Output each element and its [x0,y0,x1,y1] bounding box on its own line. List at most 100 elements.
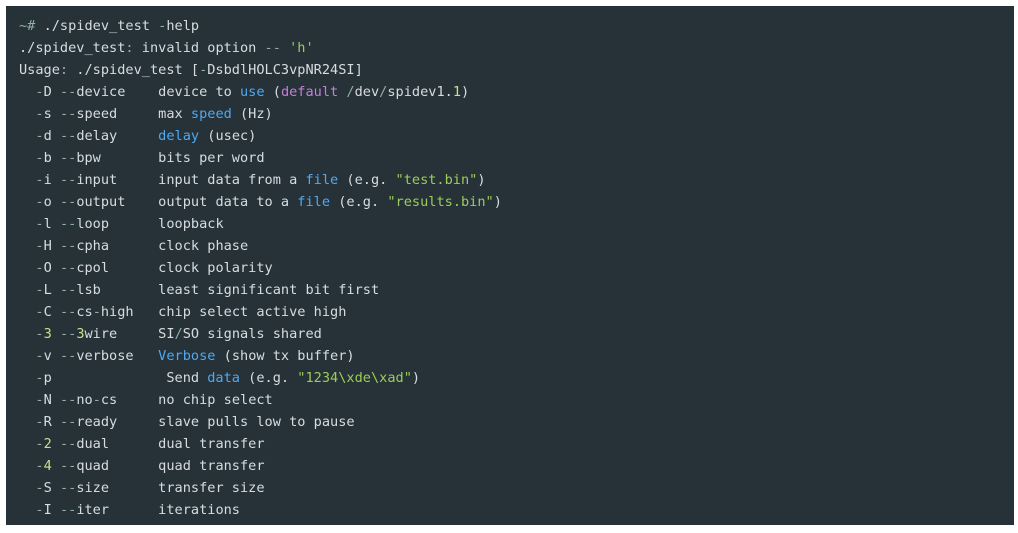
code-token: b [43,150,60,166]
code-line: -H --cpha clock phase [19,235,1014,257]
code-token: -- [59,282,77,298]
code-line: -b --bpw bits per word [19,147,1014,169]
code-token: high chip select active high [100,304,347,320]
code-line: -d --delay delay (usec) [19,125,1014,147]
code-token: invalid option [141,40,265,56]
code-token: ready slave pulls low to pause [76,414,355,430]
code-line: -R --ready slave pulls low to pause [19,411,1014,433]
code-token: - [19,392,44,408]
code-line: ./spidev_test: invalid option -- 'h' [19,37,1014,59]
code-token: loop loopback [76,216,224,232]
code-token: ./spidev_test [19,40,126,56]
code-token: - [19,282,44,298]
code-line: -L --lsb least significant bit first [19,279,1014,301]
code-token: (e.g. [330,194,388,210]
code-line: -3 --3wire SI/SO signals shared [19,323,1014,345]
code-token: s [43,106,60,122]
code-token: Usage [19,62,60,78]
code-line: -l --loop loopback [19,213,1014,235]
code-token: H [43,238,60,254]
code-token: size transfer size [76,480,265,496]
code-token: device device to [76,84,240,100]
code-token: - [158,18,167,34]
code-token: / [338,84,355,100]
code-token: - [19,216,44,232]
code-token: lsb least significant bit first [76,282,380,298]
code-token: dual dual transfer [76,436,265,452]
code-block[interactable]: ~# ./spidev_test -help./spidev_test: inv… [6,6,1014,525]
code-token [52,436,60,452]
code-token: 3 [76,326,85,342]
code-token: -- [59,436,77,452]
code-token: ( [264,84,281,100]
code-line: Usage: ./spidev_test [-DsbdlHOLC3vpNR24S… [19,59,1014,81]
code-token: - [19,84,44,100]
code-token: no [76,392,93,408]
code-token: S [43,480,60,496]
code-token: (show tx buffer) [215,348,355,364]
code-token: -- [59,414,77,430]
code-token: DsbdlHOLC3vpNR24SI] [207,62,363,78]
code-token: - [92,392,101,408]
code-line: -v --verbose Verbose (show tx buffer) [19,345,1014,367]
code-token: -- [59,458,77,474]
code-token: speed [190,106,232,122]
code-token: iter iterations [76,502,240,518]
code-token: cpha clock phase [76,238,249,254]
code-token: I [43,502,60,518]
code-token: (e.g. [338,172,396,188]
code-token: ) [493,194,502,210]
code-token: help [166,18,200,34]
code-token: - [19,150,44,166]
code-token: data [207,370,240,386]
code-token: O [43,260,60,276]
code-token: i [43,172,60,188]
code-token: - [92,304,101,320]
code-token: spidev1. [387,84,453,100]
code-line: -i --input input data from a file (e.g. … [19,169,1014,191]
code-line: -N --no-cs no chip select [19,389,1014,411]
code-line: -4 --quad quad transfer [19,455,1014,477]
code-token: -- [59,216,77,232]
code-token: 1 [452,84,462,100]
code-token: Verbose [158,348,216,364]
code-token: - [19,128,44,144]
code-token: / [379,84,388,100]
code-token: - [19,172,44,188]
code-token: SO signals shared [182,326,322,342]
code-token: file [297,194,331,210]
code-token: (usec) [199,128,257,144]
code-token: quad quad transfer [76,458,265,474]
code-token: output output data to a [76,194,298,210]
code-token: bpw bits per word [76,150,265,166]
code-token: D [43,84,60,100]
code-line: -D --device device to use (default /dev/… [19,81,1014,103]
code-token: - [19,194,44,210]
code-line: -2 --dual dual transfer [19,433,1014,455]
code-token: ./spidev_test [43,18,159,34]
code-token [52,458,60,474]
code-line: -I --iter iterations [19,499,1014,521]
code-token: - [19,106,44,122]
code-token: 2 [43,436,52,452]
code-line: -p Send data (e.g. "1234\xde\xad") [19,367,1014,389]
code-token: C [43,304,60,320]
code-token: file [305,172,339,188]
code-token: : [59,62,77,78]
code-token: - [199,62,208,78]
code-line: -s --speed max speed (Hz) [19,103,1014,125]
code-token: ) [477,172,486,188]
code-token: (e.g. [240,370,298,386]
code-token: "test.bin" [395,172,478,188]
code-token: L [43,282,60,298]
code-token: ~# [19,18,44,34]
code-token: ) [411,370,421,386]
code-token: "1234\xde\xad" [297,370,412,386]
code-token: -- [59,194,77,210]
code-token: - [19,326,44,342]
code-token: -- [59,348,77,364]
code-token: R [43,414,60,430]
code-token: -- [59,172,77,188]
code-line: ~# ./spidev_test -help [19,15,1014,37]
code-token: - [19,458,44,474]
